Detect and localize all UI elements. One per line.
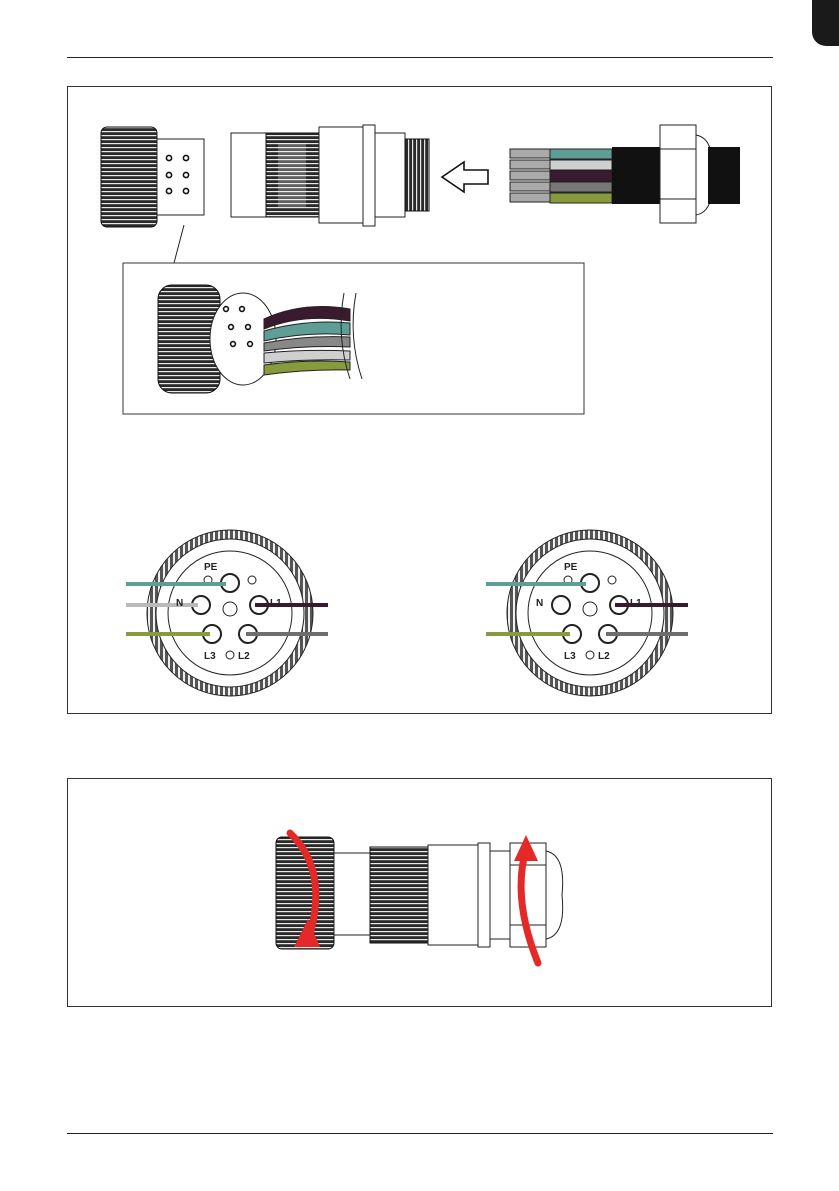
arrow-left-icon — [442, 162, 488, 192]
pin-label-l1: L1 — [630, 598, 642, 609]
connector-face-left: PE N L1 L3 L2 — [126, 530, 328, 696]
pin-label-l2: L2 — [598, 651, 610, 662]
pin-label-l1: L1 — [270, 598, 282, 609]
callout-line — [174, 225, 196, 263]
pin-label-pe: PE — [204, 562, 218, 573]
figure-tighten-connector — [67, 778, 772, 1007]
tighten-illustration — [68, 779, 773, 1008]
page-edge-tab — [812, 0, 839, 46]
connector-cap-part — [101, 127, 204, 227]
wiring-illustration: PE N L1 L3 L2 PE N L1 L3 — [68, 87, 773, 715]
pin-label-l3: L3 — [564, 651, 576, 662]
figure-wiring-assembly: PE N L1 L3 L2 PE N L1 L3 — [67, 86, 772, 714]
inset-detail-box — [123, 263, 584, 414]
pin-label-n: N — [176, 598, 183, 609]
pin-label-l3: L3 — [204, 651, 216, 662]
header-rule — [67, 57, 773, 58]
footer-rule — [67, 1133, 773, 1134]
connector-body-part — [231, 125, 429, 226]
pin-label-n: N — [536, 598, 543, 609]
pin-label-pe: PE — [564, 562, 578, 573]
connector-face-right: PE N L1 L3 L2 — [486, 530, 688, 696]
pin-label-l2: L2 — [238, 651, 250, 662]
cable-with-gland-part — [510, 125, 740, 223]
